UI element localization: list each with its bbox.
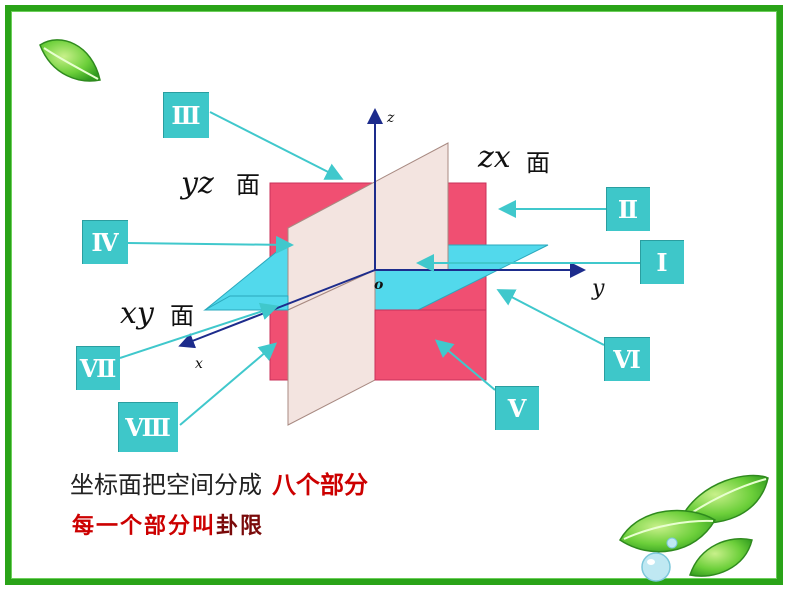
connector-III — [209, 111, 344, 180]
slide-frame-outer — [5, 5, 783, 585]
connector-VI — [496, 289, 605, 346]
connector-V — [434, 339, 496, 391]
leaf-icon — [39, 39, 101, 82]
yz-plane-label: yz — [181, 166, 214, 201]
octant-IV-box: Ⅳ — [82, 220, 128, 264]
connector-VIII — [179, 342, 278, 426]
yz-plane-char: 面 — [236, 171, 260, 199]
caption-line-1: 坐标面把空间分成八个部分 — [70, 465, 368, 500]
caption-line-1-black: 坐标面把空间分成 — [70, 471, 262, 499]
caption-line-2: 每一个部分叫卦限 — [72, 508, 264, 540]
zx-plane-char: 面 — [526, 149, 550, 177]
slide-frame-inner — [11, 11, 777, 579]
y-axis-label: y — [592, 276, 605, 301]
leaves-cluster-icon — [619, 474, 769, 582]
octant-VIII-box: Ⅷ — [118, 402, 178, 452]
octant-V-box: Ⅴ — [495, 386, 539, 430]
yz-plane-front-lower-2 — [374, 309, 487, 381]
caption-line-2-red: 每一个部分叫 — [72, 514, 217, 539]
origin-label: o — [374, 277, 384, 293]
z-axis-label: z — [387, 110, 395, 126]
x-axis-label: x — [195, 356, 203, 372]
connector-IV — [127, 235, 294, 254]
xy-plane-label: xy — [120, 296, 154, 331]
caption-line-2-dark: 卦限 — [216, 514, 265, 539]
xy-plane-char: 面 — [170, 302, 194, 330]
connector-VII — [119, 302, 279, 359]
octant-I-box: Ⅰ — [640, 240, 684, 284]
octant-VI-box: Ⅵ — [604, 337, 650, 381]
octant-III-box: Ⅲ — [163, 92, 209, 138]
zx-plane-label: zx — [478, 140, 511, 175]
octant-VII-box: Ⅶ — [76, 346, 120, 390]
caption-line-1-red: 八个部分 — [272, 471, 368, 499]
octant-II-box: Ⅱ — [606, 187, 650, 231]
